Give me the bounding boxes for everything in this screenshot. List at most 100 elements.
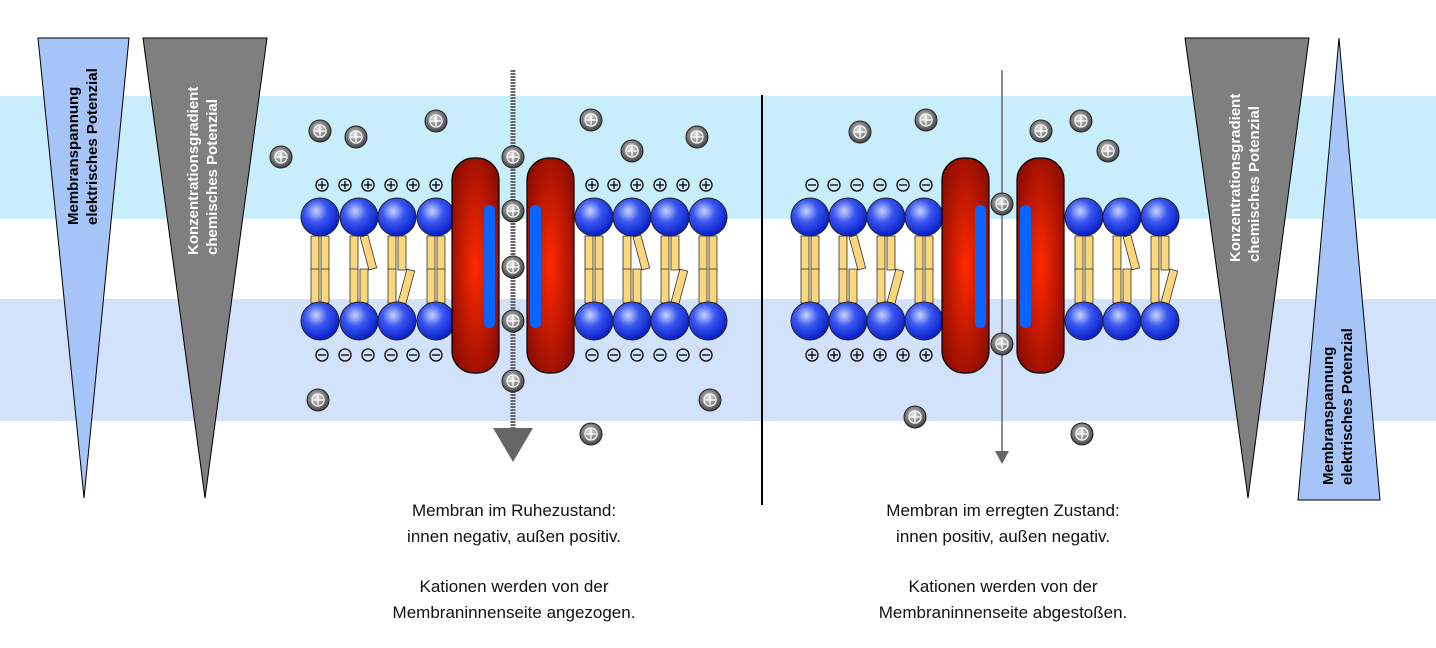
resting-state-caption: Membran im Ruhezustand: innen negativ, a… [314,498,714,626]
cation-sign [995,337,1009,351]
phospholipid-head [574,301,614,341]
phospholipid-head [612,197,652,237]
phospholipid-head [1140,197,1180,237]
lipid-tail [708,235,718,271]
lipid-tail [622,235,632,271]
cation-sign [919,113,933,127]
lipid-tail [426,268,436,304]
cation-sign [313,124,327,138]
phospholipid-head [377,197,417,237]
positive-charge-icon [805,348,819,362]
caption-line: Membraninnenseite angezogen. [392,603,636,622]
negative-charge-icon [850,178,864,192]
lipid-tail [397,268,416,305]
phospholipid-head [377,301,417,341]
chemical-gradient-right [1184,37,1310,499]
cation-sign [311,393,325,407]
lipid-tail [924,235,934,271]
lipid-tail [800,235,810,271]
phospholipid-head [1064,197,1104,237]
cation-sign [690,130,704,144]
phospholipid-head [828,301,868,341]
caption-line: innen positiv, außen negativ. [896,527,1110,546]
lipid-tail [387,268,397,304]
phospholipid-head [1102,301,1142,341]
lipid-tail [876,268,886,304]
lipid-tail [838,235,848,271]
lipid-tail [1074,235,1084,271]
positive-charge-icon [429,178,443,192]
positive-charge-icon [699,178,713,192]
lipid-tail [914,235,924,271]
phospholipid-head [790,197,830,237]
lipid-tail [320,268,330,304]
lipid-tail [584,235,594,271]
lipid-tail [1112,235,1122,271]
cation-sign [703,393,717,407]
positive-charge-icon [653,178,667,192]
cation-sign [584,113,598,127]
negative-charge-icon [607,348,621,362]
cation-sign [506,260,520,274]
caption-line: Membran im erregten Zustand: [886,501,1120,520]
lipid-tail [810,268,820,304]
lipid-tail [1112,268,1122,304]
positive-charge-icon [676,178,690,192]
positive-charge-icon [585,178,599,192]
positive-charge-icon [630,178,644,192]
phospholipid-head [300,197,340,237]
lipid-tail [886,268,905,305]
lipid-tail [1084,268,1094,304]
cation-sign [625,144,639,158]
phospholipid-head [650,301,690,341]
lipid-tail [310,235,320,271]
cation-sign [506,314,520,328]
channel-pore-lining [975,205,986,328]
phospholipid-head [866,197,906,237]
lipid-tail [848,234,867,271]
negative-charge-icon [827,178,841,192]
positive-charge-icon [850,348,864,362]
negative-charge-icon [919,178,933,192]
cation-sign [584,427,598,441]
lipid-tail [698,235,708,271]
phospholipid-head [612,301,652,341]
lipid-tail [436,268,446,304]
negative-charge-icon [653,348,667,362]
negative-charge-icon [361,348,375,362]
lipid-tail [914,268,924,304]
caption-line: Membraninnenseite abgestoßen. [878,603,1128,622]
phospholipid-head [790,301,830,341]
phospholipid-head [339,301,379,341]
excited-state-caption: Membran im erregten Zustand: innen posit… [803,498,1203,626]
phospholipid-head [866,301,906,341]
lipid-tail [359,268,369,304]
positive-charge-icon [338,178,352,192]
positive-charge-icon [919,348,933,362]
cation-sign [995,197,1009,211]
phospholipid-head [1102,197,1142,237]
phospholipid-head [688,301,728,341]
caption-line: Kationen werden von der [419,577,609,596]
channel-pore-lining [530,205,541,328]
phospholipid-head [574,197,614,237]
negative-charge-icon [630,348,644,362]
lipid-tail [848,268,858,304]
lipid-tail [1150,268,1160,304]
positive-charge-icon [827,348,841,362]
lipid-tail [1074,268,1084,304]
negative-charge-icon [338,348,352,362]
cation-sign [1101,144,1115,158]
positive-charge-icon [896,348,910,362]
channel-pore-lining [1020,205,1031,328]
lipid-tail [1122,268,1132,304]
phospholipid-head [688,197,728,237]
phospholipid-head [416,197,456,237]
positive-charge-icon [315,178,329,192]
phospholipid-head [904,301,944,341]
phospholipid-head [650,197,690,237]
lipid-tail [886,235,896,271]
channel-pore-lining [484,205,495,328]
